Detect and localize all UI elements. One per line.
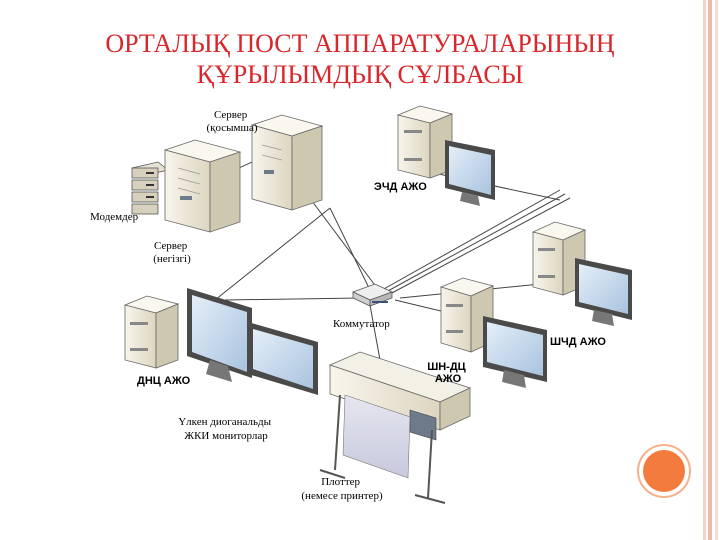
decorative-stripes <box>700 0 720 540</box>
slide-title: ОРТАЛЫҚ ПОСТ АППАРАТУРАЛАРЫНЫҢ ҚҰРЫЛЫМДЫ… <box>60 28 660 90</box>
label-server-main: Сервер (негізгі) <box>153 240 191 265</box>
modems-icon <box>131 161 169 215</box>
workstation-shch-icon <box>531 221 632 326</box>
stripe <box>715 0 718 540</box>
label-server-aux: Сервер (қосымша) <box>206 109 257 134</box>
server-main-icon <box>163 139 242 233</box>
large-monitor-right-icon <box>248 322 318 395</box>
stripe <box>708 0 712 540</box>
stripe <box>703 0 706 540</box>
label-ech-ajo: ЭЧД АЖО <box>374 181 427 193</box>
label-server-main-line2: (негізгі) <box>153 253 191 265</box>
label-shch-ajo: ШЧД АЖО <box>550 336 606 348</box>
label-dnc-ajo: ДНЦ АЖО <box>137 375 191 387</box>
accent-circle-icon <box>643 450 685 492</box>
title-line-2: ҚҰРЫЛЫМДЫҚ СҰЛБАСЫ <box>196 60 524 89</box>
label-large-monitors: Үлкен диоганальды ЖКИ мониторлар <box>178 416 274 442</box>
workstation-shn-dc-icon <box>439 277 547 388</box>
workstation-ech-icon <box>396 105 495 206</box>
large-monitor-left-icon <box>187 288 252 382</box>
plotter-icon <box>319 351 472 504</box>
label-shn-dc-line1: ШН-ДЦ <box>427 361 466 373</box>
label-shn-dc-ajo: ШН-ДЦ АЖО <box>427 361 469 385</box>
label-monitors-line1: Үлкен диоганальды <box>178 416 271 428</box>
label-monitors-line2: ЖКИ мониторлар <box>184 430 268 442</box>
label-shn-dc-line2: АЖО <box>435 373 462 385</box>
label-switch: Коммутатор <box>333 318 390 330</box>
label-server-aux-line1: Сервер <box>214 109 248 121</box>
workstation-dnc-icon <box>123 295 180 369</box>
title-line-1: ОРТАЛЫҚ ПОСТ АППАРАТУРАЛАРЫНЫҢ <box>105 29 615 58</box>
label-plotter-line1: Плоттер <box>321 476 360 488</box>
label-plotter: Плоттер (немесе принтер) <box>301 476 383 502</box>
label-plotter-line2: (немесе принтер) <box>301 490 383 502</box>
server-aux-icon <box>250 114 324 211</box>
label-modems: Модемдер <box>90 211 139 223</box>
label-server-aux-line2: (қосымша) <box>206 122 257 134</box>
switch-icon <box>351 283 394 307</box>
label-server-main-line1: Сервер <box>154 240 188 252</box>
